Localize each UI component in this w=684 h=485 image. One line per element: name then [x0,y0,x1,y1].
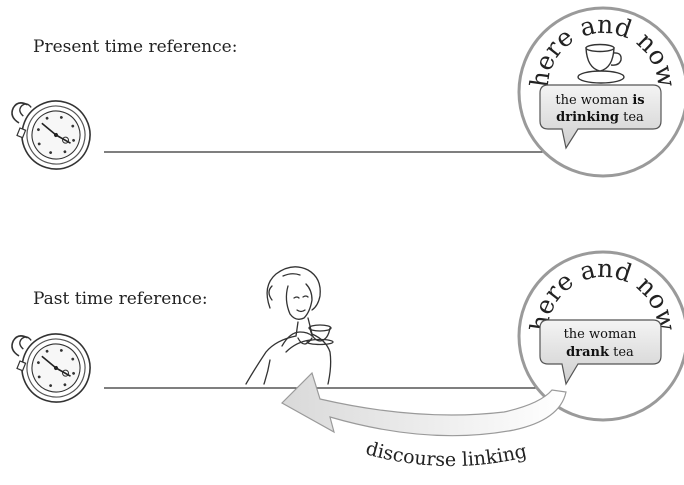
stopwatch-icon [3,77,103,183]
woman-drinking-tea-illustration [245,266,334,385]
past-here-now-circle: here and now the woman drank tea [517,250,684,422]
teacup-icon [577,43,625,84]
present-speech-bubble: the woman is drinking tea [539,84,662,150]
svg-text:drank tea: drank tea [566,345,634,360]
svg-text:the woman: the woman [564,327,637,342]
past-speech-bubble: the woman drank tea [539,319,662,386]
curved-arrow [281,371,567,437]
svg-text:the woman is: the woman is [555,93,644,108]
stopwatch-icon [3,310,103,416]
present-time-label: Present time reference: [33,37,238,57]
past-time-label: Past time reference: [33,289,208,309]
svg-text:drinking tea: drinking tea [556,110,644,125]
discourse-linking-label: discourse linking [364,438,529,472]
present-here-now-circle: here and now the woman is drinking tea [517,6,684,178]
